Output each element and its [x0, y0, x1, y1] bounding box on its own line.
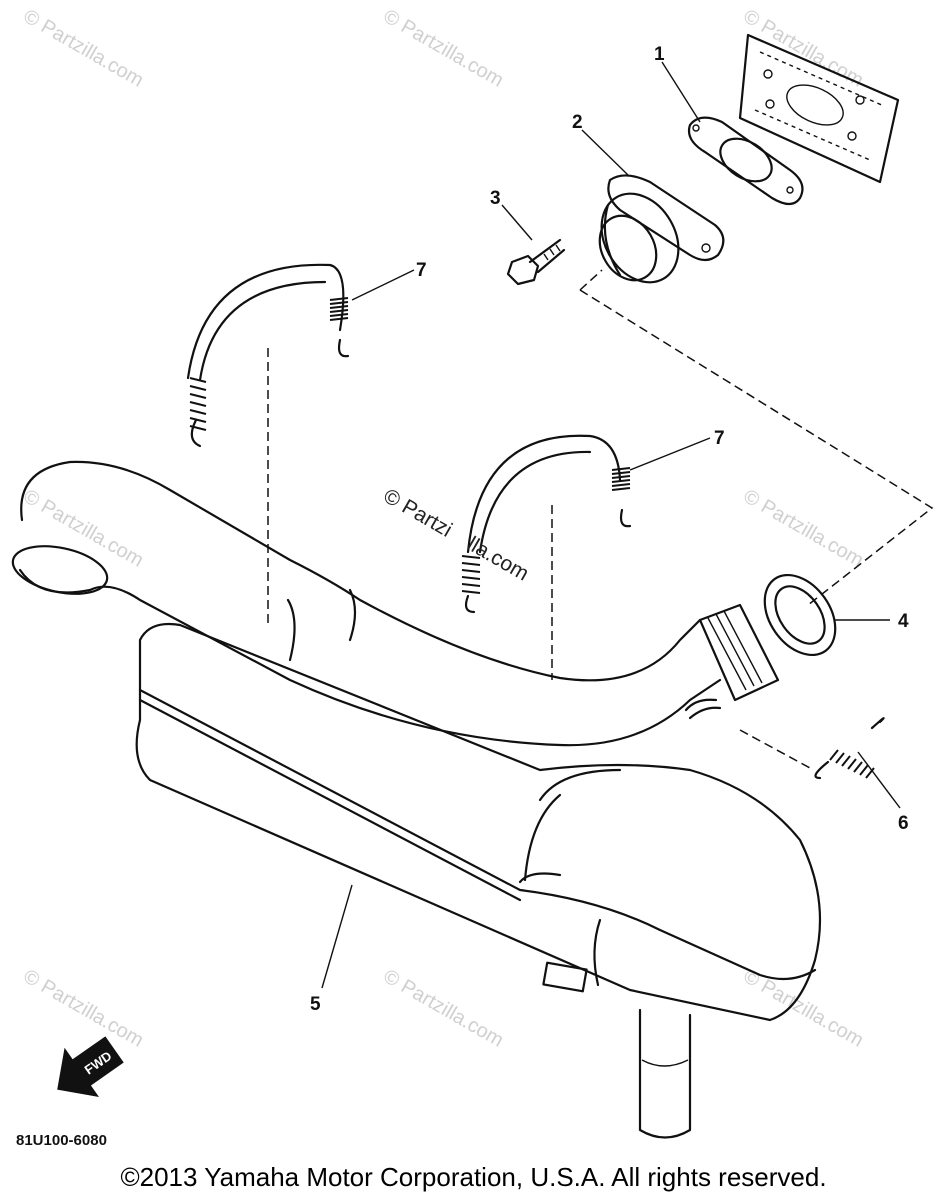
copyright-notice: ©2013 Yamaha Motor Corporation, U.S.A. A… [120, 1162, 827, 1192]
callout-1: 1 [654, 44, 665, 65]
watermark: © Partzilla.com [20, 485, 148, 571]
manifold-joint-part-2 [598, 174, 725, 284]
spring-part-7-lower [461, 434, 632, 614]
ring-gasket-part-4 [763, 573, 837, 657]
center-watermark: © Partzi [380, 484, 456, 541]
watermark: © Partzilla.com [380, 5, 508, 91]
callout-labels: 1 2 3 7 7 4 6 5 [310, 44, 909, 1015]
watermark: © Partzilla.com [740, 485, 868, 571]
callout-6: 6 [898, 813, 909, 834]
fwd-arrow-icon: FWD [57, 1036, 124, 1097]
spring-part-6 [814, 717, 885, 780]
watermark: © Partzilla.com [20, 5, 148, 91]
callout-7-lower: 7 [714, 428, 725, 449]
engine-port-block [738, 33, 900, 184]
bolt-part-3 [506, 238, 566, 286]
callout-4: 4 [898, 611, 909, 632]
callout-3: 3 [490, 188, 501, 209]
callout-2: 2 [572, 112, 583, 133]
watermark: © Partzilla.com [380, 965, 508, 1051]
exhaust-pipe-part-5 [11, 460, 822, 1139]
callout-5: 5 [310, 994, 321, 1015]
diagram-code: 81U100-6080 [16, 1132, 107, 1149]
assembly-lines [267, 269, 934, 769]
watermark: © Partzilla.com [740, 965, 868, 1051]
leader-lines [321, 61, 901, 989]
spring-part-7-upper [186, 263, 350, 448]
gasket-part-1 [687, 116, 804, 206]
watermark: © Partzilla.com [20, 965, 148, 1051]
callout-7-upper: 7 [416, 260, 427, 281]
